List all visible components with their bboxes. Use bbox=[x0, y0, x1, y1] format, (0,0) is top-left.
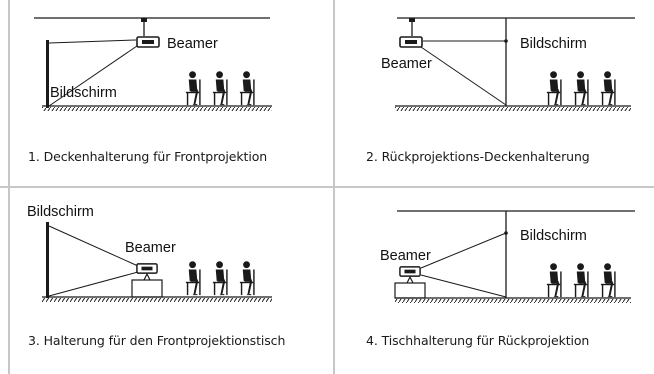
screen-icon bbox=[46, 40, 49, 108]
screen-label: Bildschirm bbox=[520, 228, 587, 244]
caption: 3. Halterung für den Frontprojektionstis… bbox=[28, 333, 286, 348]
projector-icon bbox=[399, 36, 423, 48]
projector-icon bbox=[136, 263, 158, 274]
table-icon bbox=[131, 279, 163, 298]
panel-table-front: Bildschirm Beamer 3. Halterung für den F… bbox=[10, 188, 333, 374]
caption: 1. Deckenhalterung für Frontprojektion bbox=[28, 149, 268, 164]
ceiling-rear-diagram: Bildschirm Beamer bbox=[381, 17, 635, 111]
ceiling-mount-icon bbox=[141, 18, 147, 22]
audience-icon bbox=[185, 71, 201, 106]
audience-icon bbox=[212, 71, 228, 106]
projector-icon bbox=[136, 36, 160, 48]
projector-label: Beamer bbox=[381, 56, 432, 72]
audience-icon bbox=[546, 263, 562, 298]
floor-hatch bbox=[42, 298, 272, 302]
audience-icon bbox=[600, 263, 616, 298]
panel-ceiling-front: Beamer Bildschirm 1. Deckenhalterung für… bbox=[10, 0, 333, 186]
ceiling-mount-icon bbox=[409, 18, 415, 22]
caption: 4. Tischhalterung für Rückprojektion bbox=[366, 333, 590, 348]
projector-label: Beamer bbox=[380, 248, 431, 264]
audience-icon bbox=[185, 261, 201, 296]
audience-icon bbox=[546, 71, 562, 106]
divider-horizontal bbox=[0, 186, 654, 188]
caption: 2. Rückprojektions-Deckenhalterung bbox=[366, 149, 590, 164]
panel-ceiling-rear: Bildschirm Beamer 2. Rückprojektions-Dec… bbox=[335, 0, 654, 186]
panel-table-rear: Bildschirm Beamer 4. Tischhalterung für … bbox=[335, 188, 654, 374]
audience-icon bbox=[600, 71, 616, 106]
screen-label: Bildschirm bbox=[520, 36, 587, 52]
audience-icon bbox=[239, 71, 255, 106]
audience-icon bbox=[239, 261, 255, 296]
screen-label: Bildschirm bbox=[27, 204, 94, 220]
table-icon bbox=[394, 282, 426, 299]
floor-hatch bbox=[395, 107, 631, 111]
audience-icon bbox=[573, 71, 589, 106]
floor-hatch bbox=[42, 107, 272, 111]
screen-label: Bildschirm bbox=[50, 85, 117, 101]
divider-left-edge bbox=[8, 0, 10, 374]
audience-icon bbox=[212, 261, 228, 296]
ceiling-front-diagram: Beamer Bildschirm bbox=[34, 17, 272, 111]
table-front-diagram: Bildschirm Beamer bbox=[27, 204, 272, 302]
floor-hatch bbox=[395, 299, 631, 303]
projector-label: Beamer bbox=[167, 36, 218, 52]
screen-icon bbox=[46, 222, 49, 298]
projector-icon bbox=[399, 266, 421, 277]
audience-icon bbox=[573, 263, 589, 298]
table-rear-diagram: Bildschirm Beamer bbox=[380, 210, 635, 303]
projector-label: Beamer bbox=[125, 240, 176, 256]
